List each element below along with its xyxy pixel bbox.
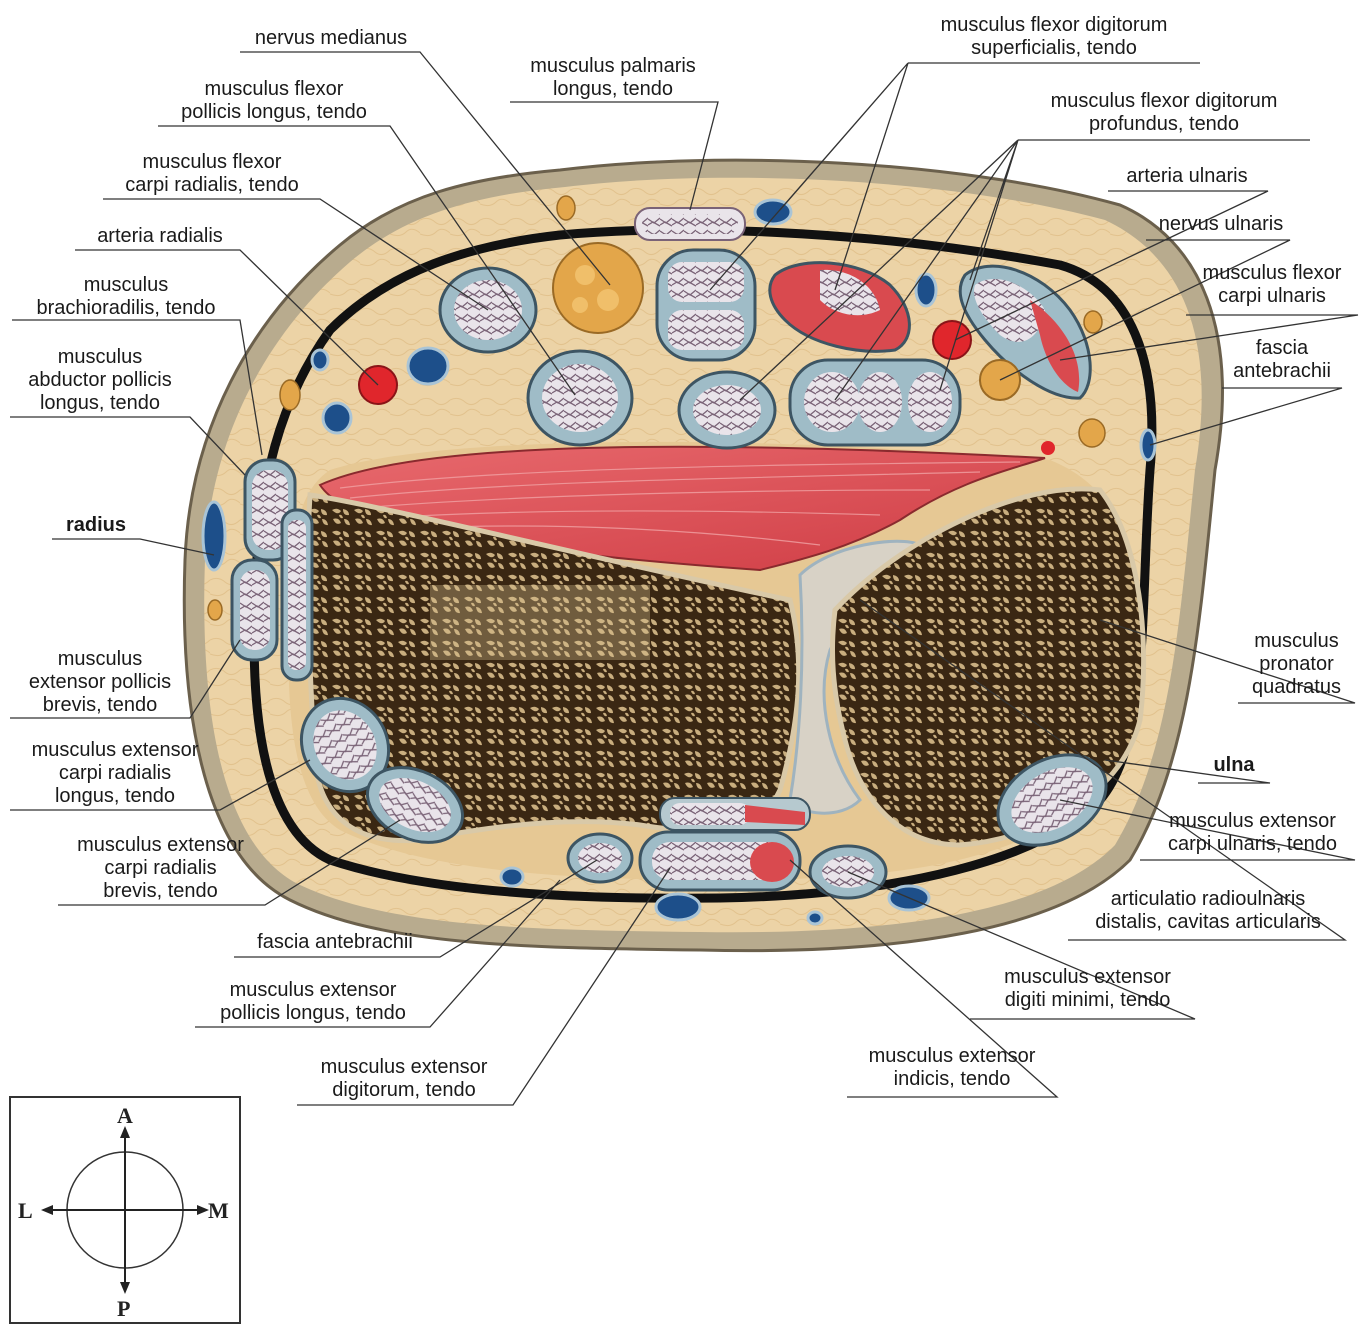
radius-highlight [430, 585, 650, 660]
flexor-digitorum-profundus-tendons [679, 360, 960, 448]
label-extensor-carpi-radialis-longus: musculus extensor carpi radialis longus,… [10, 739, 220, 808]
label-extensor-carpi-ulnaris: musculus extensor carpi ulnaris, tendo [1140, 810, 1359, 856]
label-flexor-digitorum-superficialis: musculus flexor digitorum superficialis,… [908, 14, 1200, 60]
label-extensor-carpi-radialis-brevis: musculus extensor carpi radialis brevis,… [58, 834, 263, 903]
label-extensor-digiti-minimi: musculus extensor digiti minimi, tendo [970, 966, 1205, 1012]
label-arteria-ulnaris: arteria ulnaris [1108, 165, 1266, 188]
label-flexor-pollicis-longus: musculus flexor pollicis longus, tendo [158, 78, 390, 124]
orientation-compass [10, 1097, 240, 1323]
orientation-lateral-label: L [18, 1198, 33, 1224]
palmaris-longus-tendon [635, 208, 745, 240]
label-extensor-pollicis-longus: musculus extensor pollicis longus, tendo [195, 979, 431, 1025]
label-flexor-digitorum-profundus: musculus flexor digitorum profundus, ten… [1018, 90, 1310, 136]
label-extensor-pollicis-brevis: musculus extensor pollicis brevis, tendo [10, 648, 190, 717]
label-abductor-pollicis-longus: musculus abductor pollicis longus, tendo [10, 346, 190, 415]
label-brachioradialis: musculus brachioradilis, tendo [12, 274, 240, 320]
label-articulatio-radioulnaris: articulatio radioulnaris distalis, cavit… [1068, 888, 1348, 934]
label-palmaris-longus: musculus palmaris longus, tendo [508, 55, 718, 101]
flexor-pollicis-longus-tendon [528, 351, 632, 445]
label-extensor-indicis: musculus extensor indicis, tendo [847, 1045, 1057, 1091]
label-arteria-radialis: arteria radialis [75, 225, 245, 248]
label-ulna: ulna [1198, 754, 1270, 777]
label-nervus-ulnaris: nervus ulnaris [1146, 213, 1296, 236]
label-fascia-antebrachii-right: fascia antebrachii [1222, 337, 1342, 383]
ulnar-artery-small [1041, 441, 1055, 455]
label-radius: radius [52, 514, 140, 537]
median-nerve [553, 243, 643, 333]
label-pronator-quadratus: musculus pronator quadratus [1238, 630, 1355, 699]
label-flexor-carpi-radialis: musculus flexor carpi radialis, tendo [103, 151, 321, 197]
label-fascia-antebrachii-bottom: fascia antebrachii [234, 931, 436, 954]
label-flexor-carpi-ulnaris: musculus flexor carpi ulnaris [1186, 262, 1358, 308]
orientation-posterior-label: P [117, 1296, 130, 1322]
orientation-anterior-label: A [117, 1103, 133, 1129]
label-extensor-digitorum: musculus extensor digitorum, tendo [297, 1056, 511, 1102]
label-nervus-medianus: nervus medianus [240, 27, 422, 50]
orientation-medial-label: M [208, 1198, 229, 1224]
